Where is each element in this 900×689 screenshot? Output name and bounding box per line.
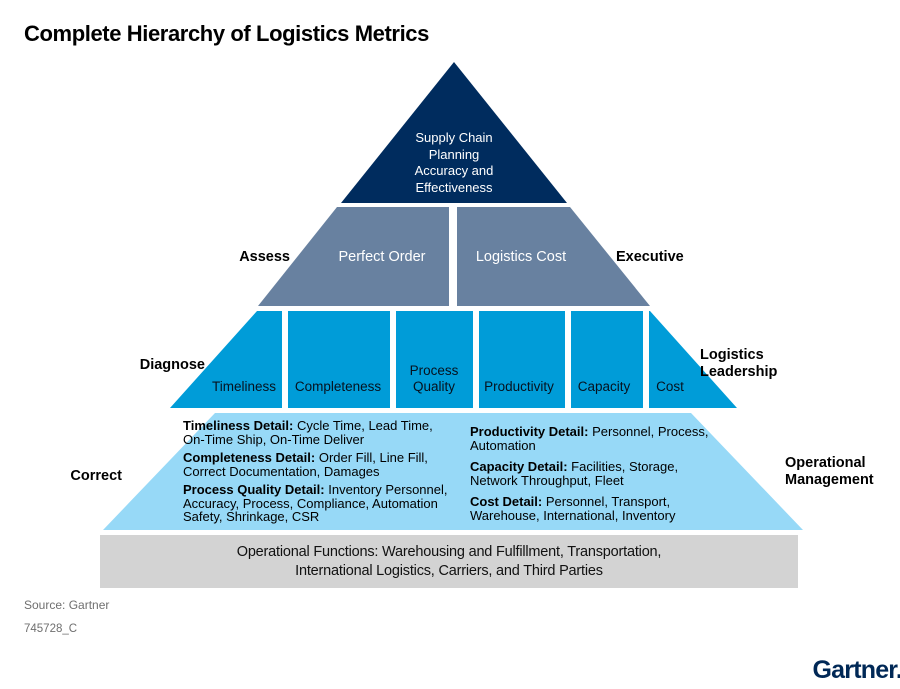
process-quality-detail: Process Quality Detail: Inventory Person… — [183, 481, 455, 525]
source-attribution: Source: Gartner — [24, 598, 110, 612]
segment-timeliness-label: Timeliness — [211, 379, 277, 394]
level3-divider — [282, 311, 288, 408]
segment-productivity-label: Productivity — [484, 379, 554, 394]
cost-detail: Cost Detail: Personnel, Transport, Wareh… — [470, 493, 722, 523]
productivity-detail-text: Personnel, Process, Automation — [470, 424, 709, 453]
segment-completeness-label: Completeness — [294, 379, 382, 394]
capacity-detail-term: Capacity Detail: — [470, 458, 568, 474]
level3-divider — [390, 311, 396, 408]
completeness-detail-term: Completeness Detail: — [183, 449, 316, 465]
cost-detail-text: Personnel, Transport, Warehouse, Interna… — [470, 493, 676, 523]
level3-divider — [643, 311, 649, 408]
level3-divider — [473, 311, 479, 408]
completeness-detail: Completeness Detail: Order Fill, Line Fi… — [183, 449, 455, 479]
perfect-order-box-label: Perfect Order — [338, 248, 426, 265]
segment-process-quality-label: Process Quality — [409, 363, 459, 394]
level4-left-details: Timeliness Detail: Cycle Time, Lead Time… — [183, 419, 455, 528]
pyramid-level2-band: Perfect Order Logistics Cost — [258, 207, 650, 306]
timeliness-detail-text: Cycle Time, Lead Time, On-Time Ship, On-… — [183, 418, 433, 447]
side-label-executive: Executive — [616, 249, 684, 265]
page-title: Complete Hierarchy of Logistics Metrics — [24, 21, 429, 46]
capacity-detail: Capacity Detail: Facilities, Storage, Ne… — [470, 458, 722, 488]
side-label-logistics-leadership: Logistics Leadership — [700, 347, 778, 380]
cost-detail-term: Cost Detail: — [470, 493, 543, 509]
side-label-assess: Assess — [239, 249, 290, 265]
segment-capacity-label: Capacity — [577, 379, 631, 394]
operational-functions-bar: Operational Functions: Warehousing and F… — [100, 535, 798, 588]
gartner-logo: Gartner. — [812, 656, 900, 684]
logistics-cost-box-label: Logistics Cost — [475, 248, 567, 265]
productivity-detail: Productivity Detail: Personnel, Process,… — [470, 425, 722, 453]
capacity-detail-text: Facilities, Storage, Network Throughput,… — [470, 458, 679, 488]
timeliness-detail: Timeliness Detail: Cycle Time, Lead Time… — [183, 419, 455, 447]
productivity-detail-term: Productivity Detail: — [470, 424, 589, 439]
timeliness-detail-term: Timeliness Detail: — [183, 418, 294, 433]
level3-divider — [565, 311, 571, 408]
side-label-correct: Correct — [70, 468, 122, 484]
level4-trapezoid-shape — [103, 413, 803, 530]
completeness-detail-text: Order Fill, Line Fill, Correct Documenta… — [183, 449, 428, 479]
pyramid-level3-band: Timeliness Completeness Process Quality … — [170, 311, 737, 408]
process-quality-detail-text: Inventory Personnel, Accuracy, Process, … — [183, 481, 448, 525]
level2-divider — [449, 207, 457, 306]
level3-trapezoid-shape — [170, 311, 737, 408]
side-label-diagnose: Diagnose — [139, 357, 205, 373]
operational-functions-label: Operational Functions: Warehousing and F… — [236, 543, 662, 579]
level1-label: Supply Chain Planning Accuracy and Effec… — [414, 130, 494, 195]
side-label-operational-management: Operational Management — [785, 455, 874, 488]
pyramid-level4-band: Timeliness Detail: Cycle Time, Lead Time… — [103, 413, 803, 530]
segment-cost-label: Cost — [656, 379, 684, 394]
level4-right-details: Productivity Detail: Personnel, Process,… — [470, 425, 722, 529]
process-quality-detail-term: Process Quality Detail: — [183, 481, 325, 497]
pyramid-level1-triangle: Supply Chain Planning Accuracy and Effec… — [341, 62, 567, 203]
document-id: 745728_C — [24, 623, 78, 635]
